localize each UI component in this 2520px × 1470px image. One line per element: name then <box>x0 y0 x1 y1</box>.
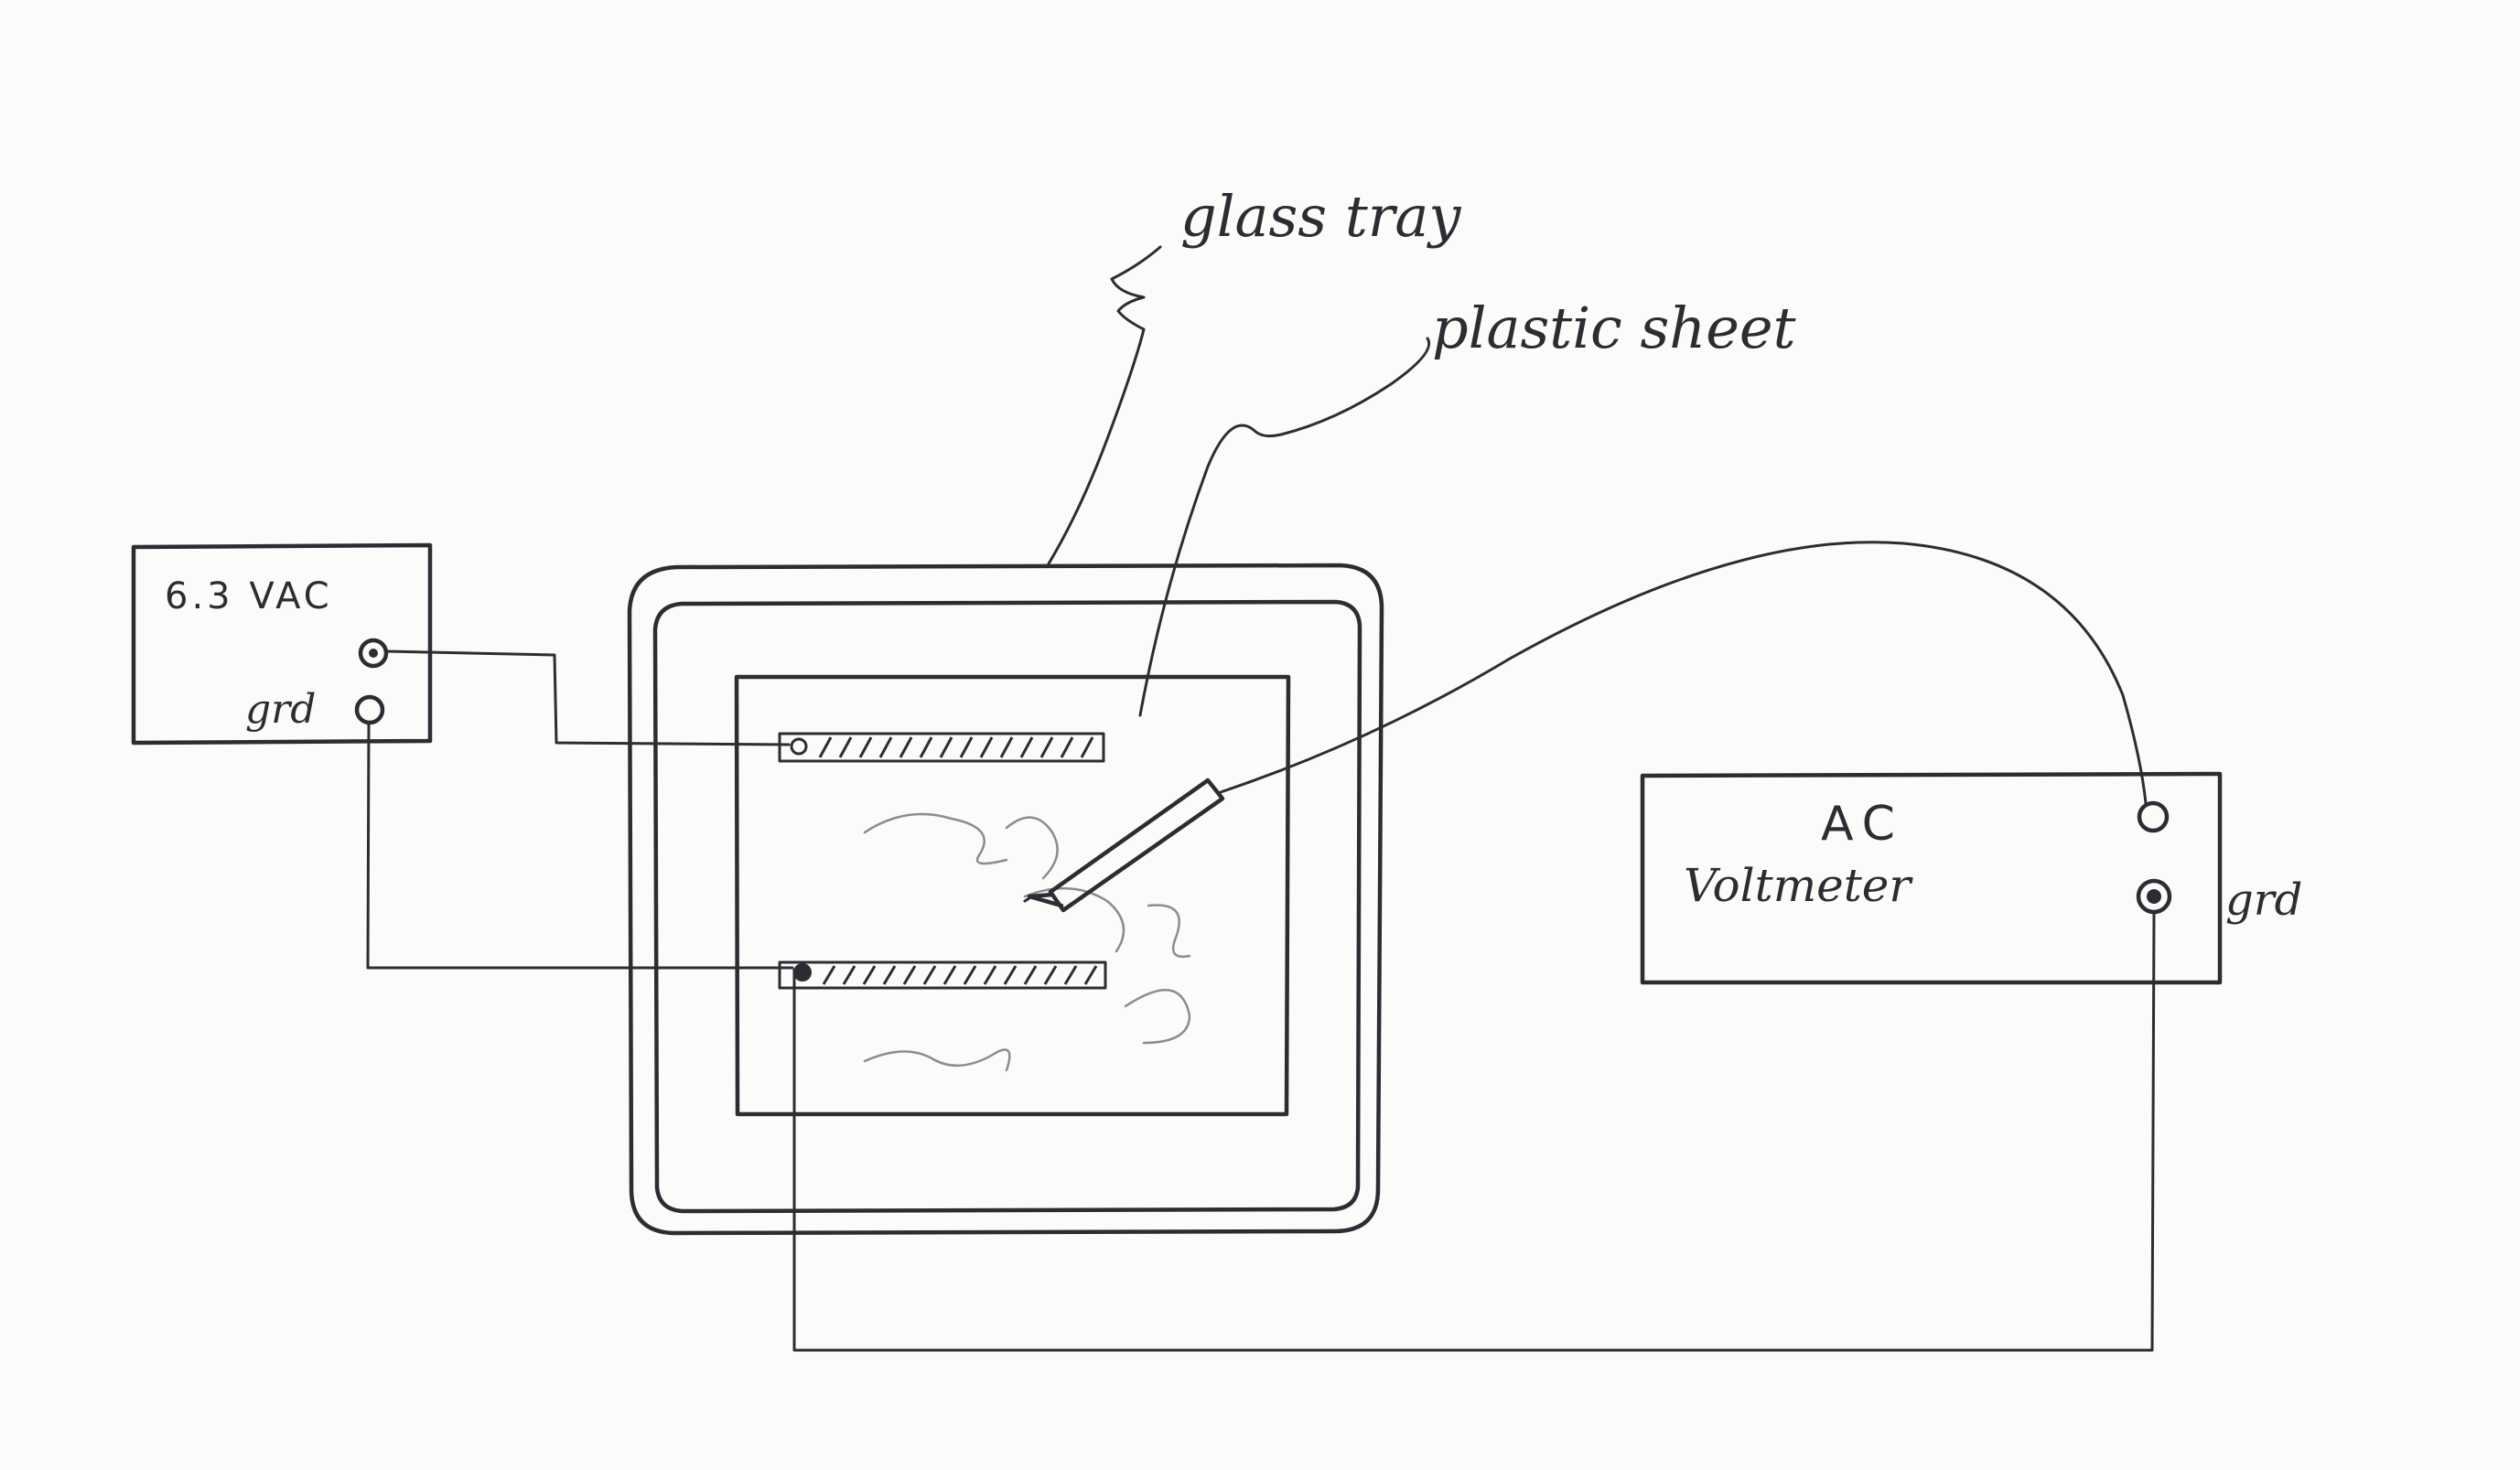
glass-tray <box>627 563 1384 1236</box>
glass-tray-inner <box>652 599 1362 1214</box>
electrode-hatch <box>842 965 856 985</box>
voltmeter-ground-label: grd <box>2225 874 2302 926</box>
electrode-hatch <box>1060 736 1074 758</box>
ac-voltmeter-label-2: Voltmeter <box>1684 859 1913 912</box>
voltmeter-ground-terminal-center <box>2147 889 2161 904</box>
water-ripple <box>1005 816 1059 880</box>
electrode-hatch <box>983 965 997 985</box>
electrode-hatch <box>1039 736 1054 758</box>
electrode-hatch <box>1083 965 1098 985</box>
probe-tip-line <box>1023 895 1034 903</box>
voltmeter-probe-terminal <box>2137 800 2170 833</box>
electrode-hatch <box>862 965 877 985</box>
electrode-lower <box>778 960 1107 990</box>
electrode-hatch <box>1080 736 1094 758</box>
electrode-hatch <box>963 965 977 985</box>
plastic-sheet-outline <box>734 674 1291 1117</box>
electrode-upper <box>778 732 1105 763</box>
wire-supply-ground-to-lower-electrode <box>366 721 794 970</box>
wire-probe-to-voltmeter <box>1219 541 2148 805</box>
electrode-hatch <box>979 736 994 758</box>
ac-voltmeter: AC Voltmeter grd <box>1640 771 2302 985</box>
electrode-hatch <box>1019 736 1034 758</box>
water-ripple <box>863 1048 1011 1072</box>
electrode-hatch <box>1003 965 1018 985</box>
electrode-lower-terminal <box>793 963 812 982</box>
ac-voltmeter-box <box>1640 771 2223 985</box>
probe-body <box>1048 778 1225 913</box>
electrode-hatch <box>942 965 957 985</box>
electrode-hatch <box>939 736 953 758</box>
electrode-upper-bar <box>778 732 1105 763</box>
ac-supply-ground-label: grd <box>245 686 316 733</box>
electrode-hatch <box>878 736 893 758</box>
ac-supply-box <box>131 542 433 746</box>
electrode-hatch <box>838 736 853 758</box>
electrode-hatch <box>902 965 917 985</box>
electrode-hatch <box>1023 965 1038 985</box>
wires <box>366 541 2156 1352</box>
electrode-hatch <box>822 965 836 985</box>
electrode-hatch <box>1043 965 1058 985</box>
ac-supply: 6.3 VAC grd <box>131 542 433 746</box>
plastic-sheet-label: plastic sheet <box>1432 295 1796 361</box>
probe-tip <box>1027 892 1064 908</box>
water-ripple <box>1023 886 1125 953</box>
wire-supply-hot-to-upper-electrode <box>384 649 791 746</box>
electrode-hatch <box>959 736 974 758</box>
electrode-hatch <box>919 736 933 758</box>
glass-tray-label: glass tray <box>1180 183 1461 250</box>
electrode-hatch <box>999 736 1014 758</box>
water-ripple <box>1147 904 1191 959</box>
electrode-hatch <box>899 736 913 758</box>
glass-tray-leader <box>1046 245 1162 567</box>
ac-supply-ground-terminal <box>354 694 385 725</box>
electrode-hatch <box>922 965 937 985</box>
ac-supply-label: 6.3 VAC <box>165 575 333 617</box>
plastic-sheet <box>734 674 1291 1117</box>
ac-voltmeter-label-1: AC <box>1821 797 1904 852</box>
water-ripple <box>1124 988 1191 1045</box>
wire-lower-electrode-to-voltmeter-ground <box>792 910 2156 1352</box>
probe <box>1023 778 1225 913</box>
electrode-hatch <box>882 965 897 985</box>
glass-tray-outer <box>627 563 1384 1236</box>
water-ripple <box>863 812 1008 865</box>
leaders <box>1046 245 1430 717</box>
electrode-hatch <box>818 736 833 758</box>
electrode-hatch <box>1063 965 1078 985</box>
electrode-upper-terminal <box>790 737 808 756</box>
electrode-lower-bar <box>778 960 1107 990</box>
ac-supply-hot-terminal-center <box>369 649 378 658</box>
ac-supply-hot-terminal <box>358 638 389 669</box>
plastic-sheet-leader <box>1138 337 1430 717</box>
electrode-hatch <box>858 736 873 758</box>
